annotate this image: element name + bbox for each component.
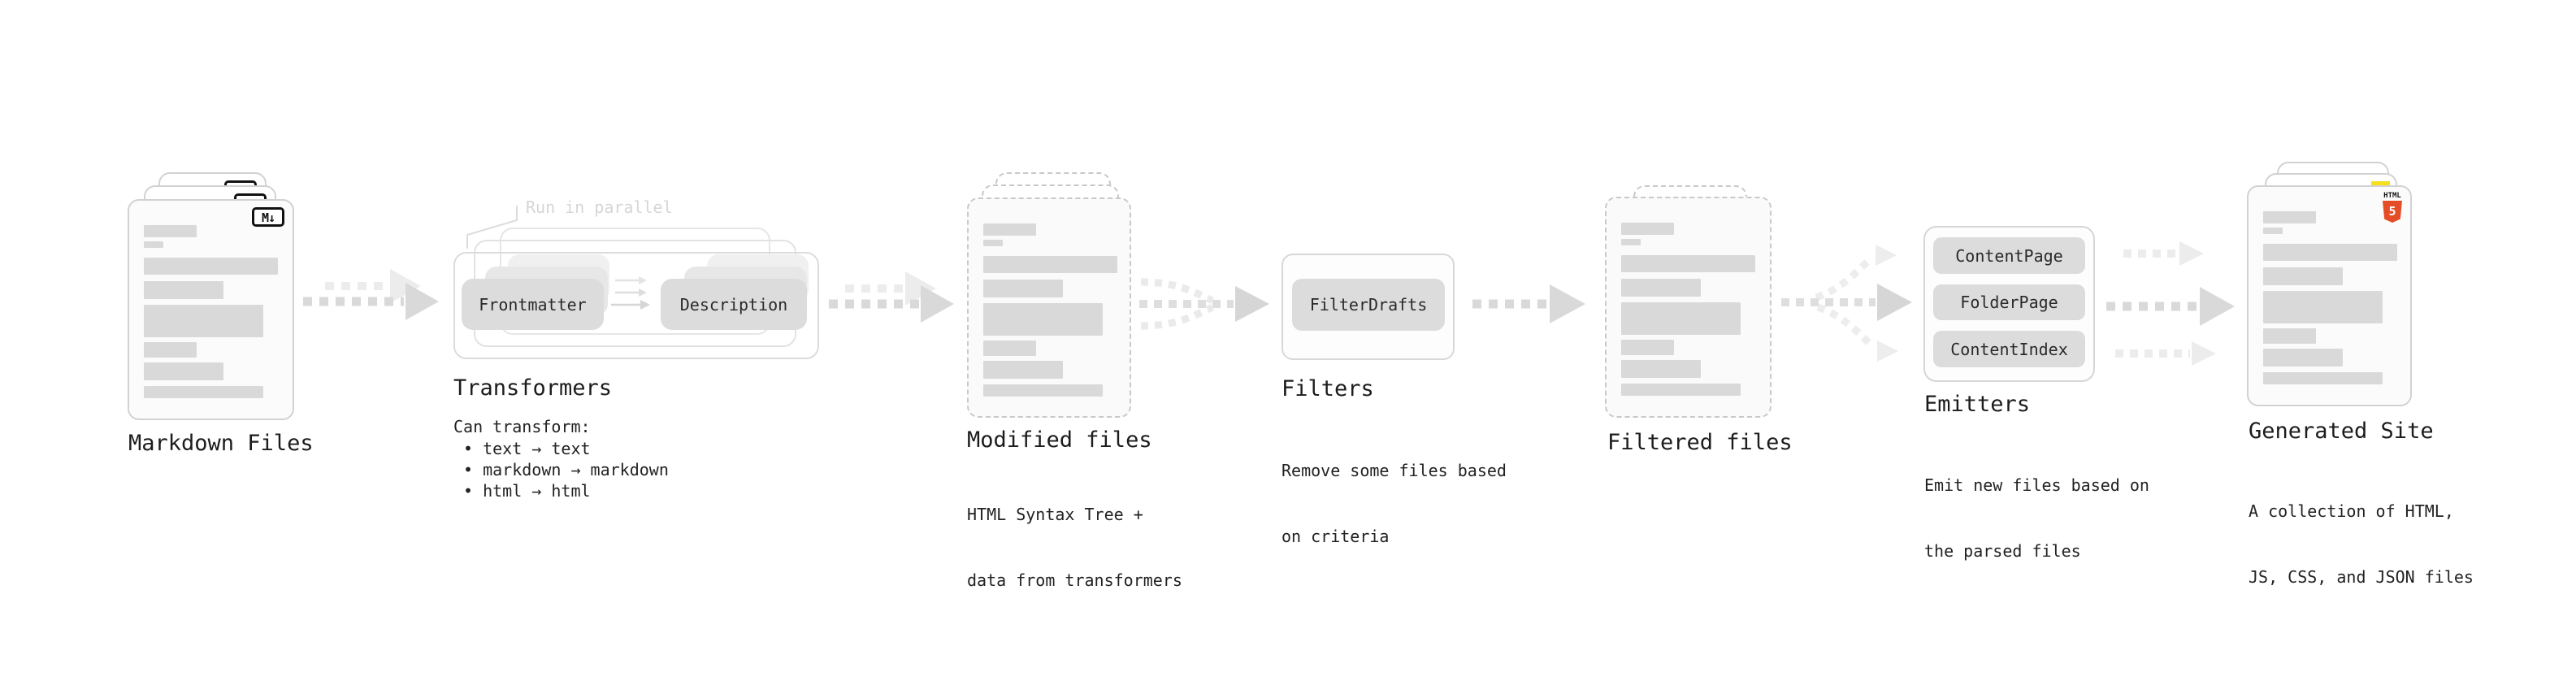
arrow-filtered-to-emitters-fanout (1781, 245, 1912, 362)
arrow-transformers-to-modified (829, 271, 954, 323)
annotation-connector-line (466, 206, 518, 249)
arrow-modified-to-filters-merge (1139, 278, 1269, 330)
arrow-emitters-to-generated (2106, 241, 2235, 366)
arrow-markdown-to-transformers (303, 269, 439, 320)
transformer-parallel-arrows (611, 276, 650, 310)
arrow-filters-to-filtered (1472, 284, 1585, 323)
